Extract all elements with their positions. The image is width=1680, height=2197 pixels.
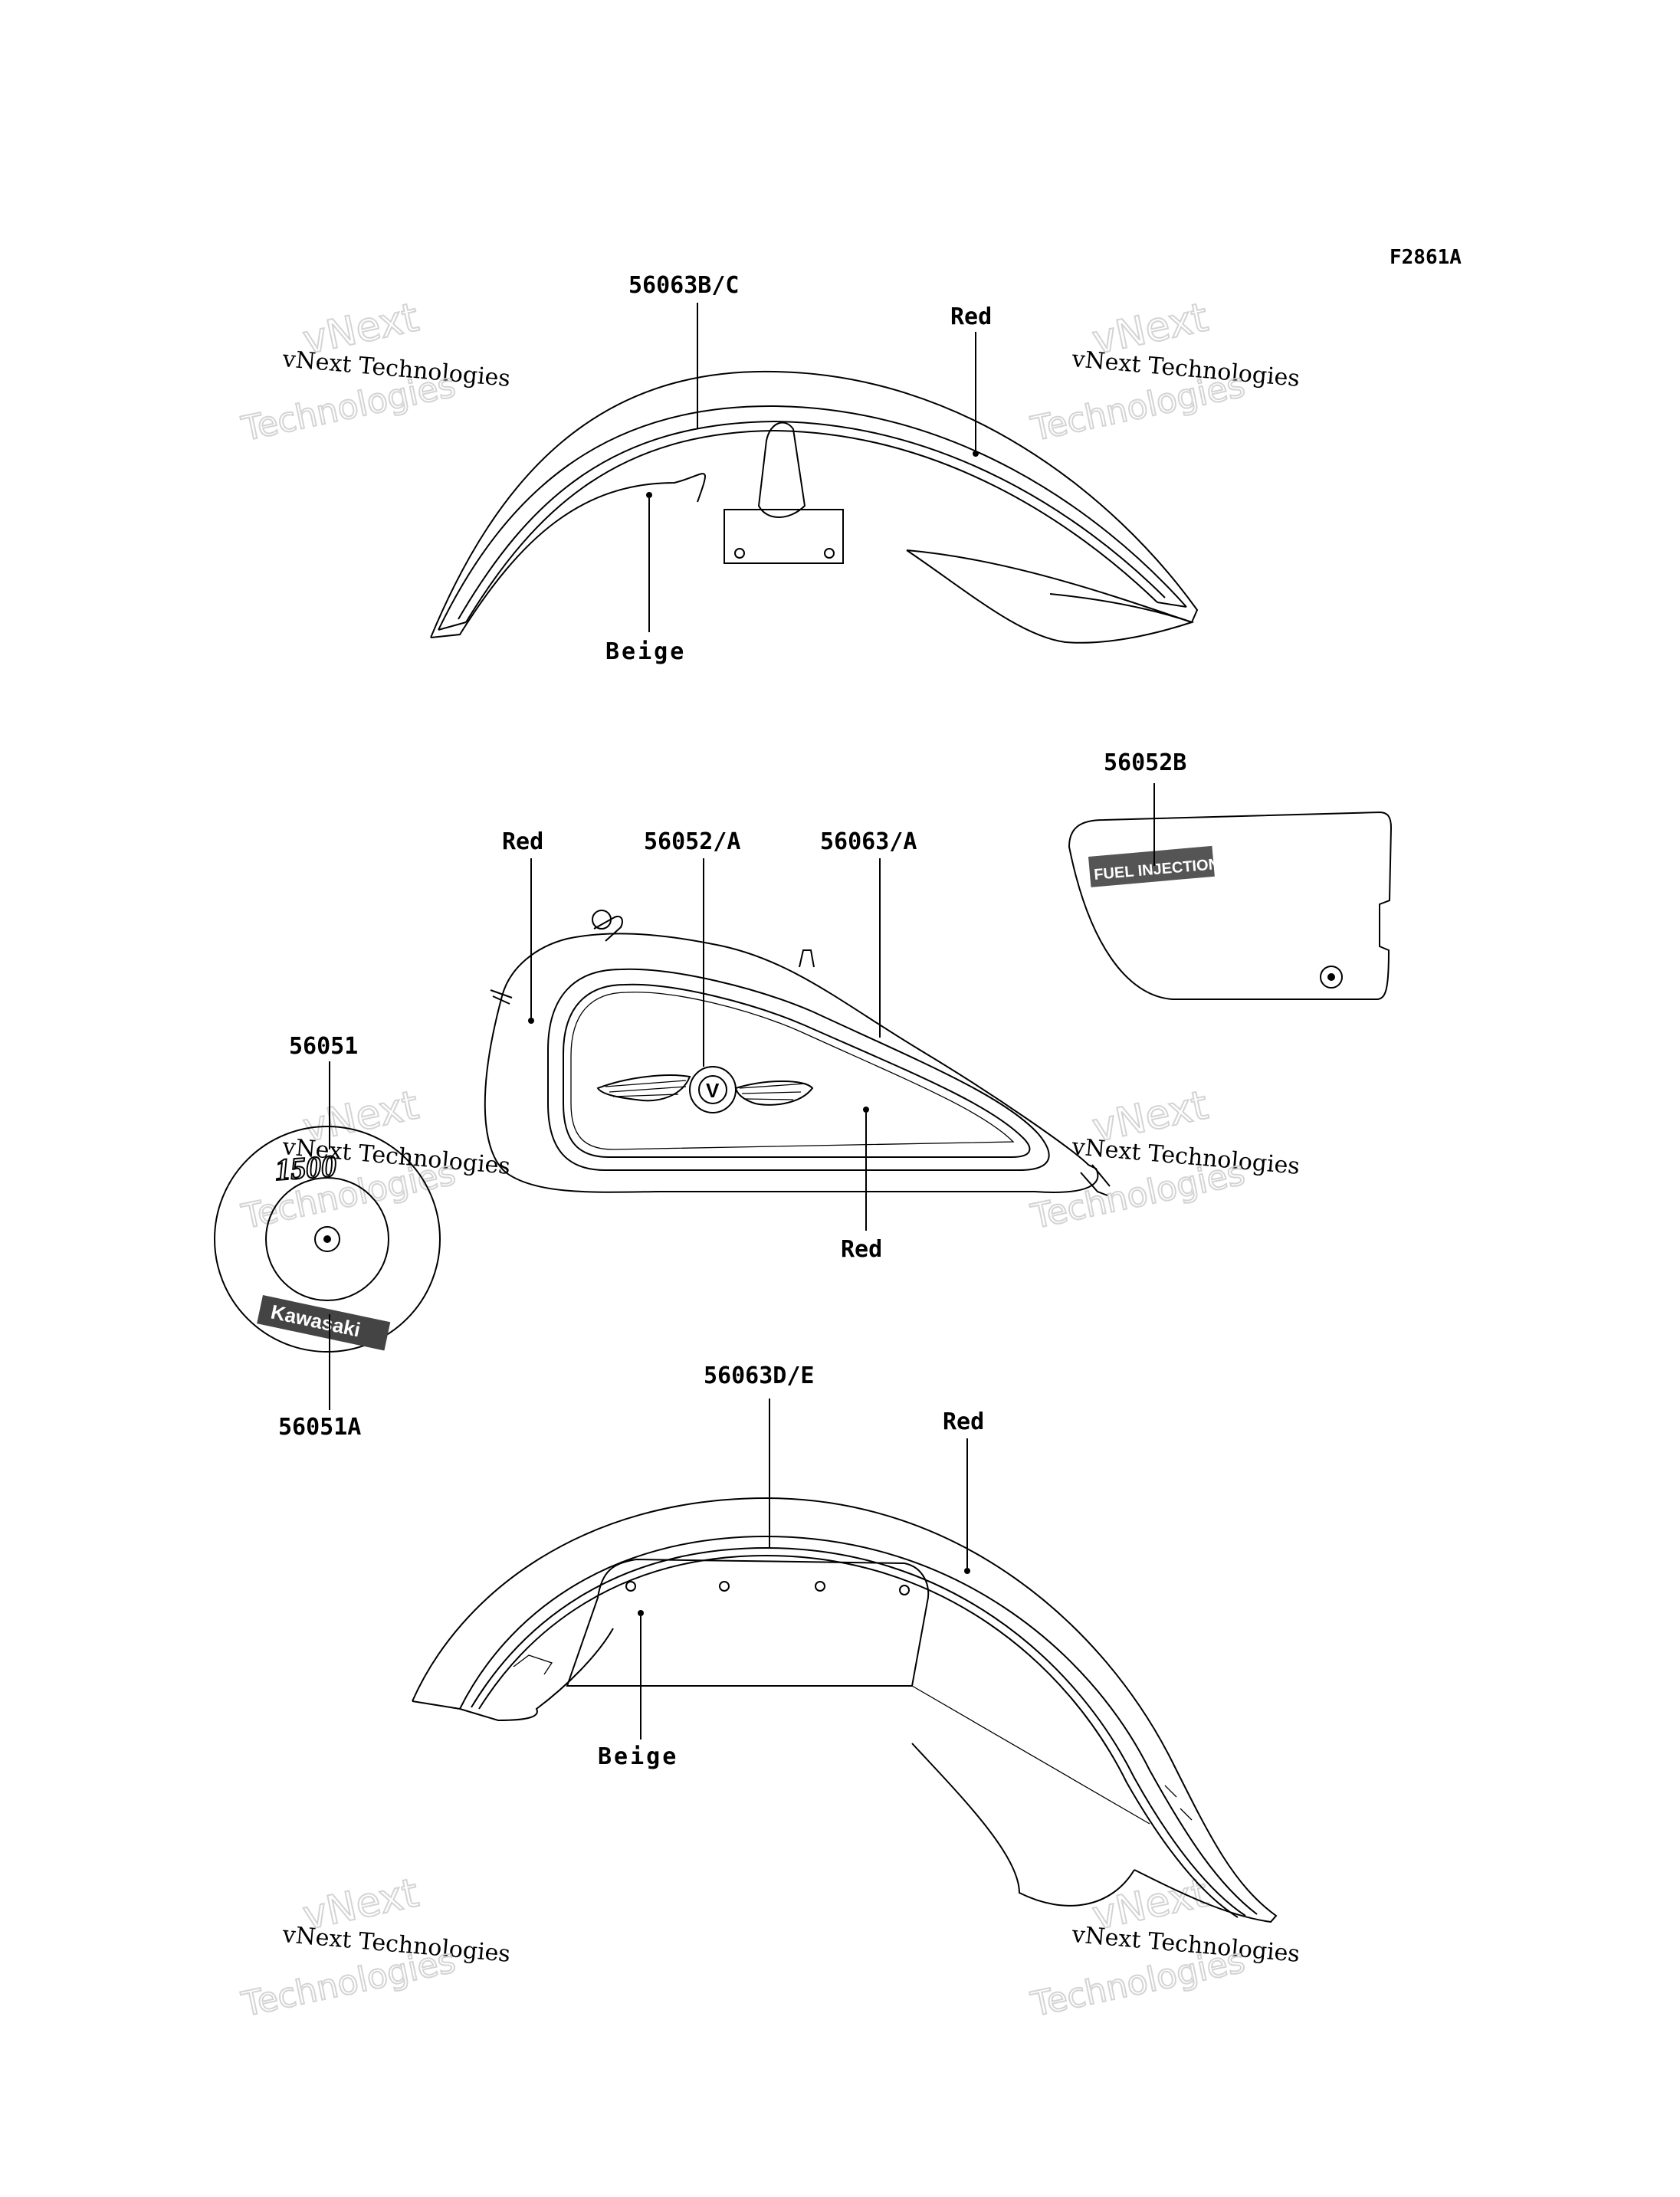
tank-emblem-badge: [689, 1066, 737, 1113]
front-fender-outer-edge: [430, 370, 1199, 638]
rear-fender-stripe-inner: [478, 1554, 1239, 1918]
callout-cap-top-emblem: 56051: [289, 1033, 358, 1060]
tank-emblem-wing-left: [596, 1074, 691, 1102]
front-fender-mount-bracket: [724, 509, 844, 564]
red-marker-dot: [964, 1568, 970, 1574]
rear-fender: [412, 1497, 1278, 1923]
fuel-cap-icon: [592, 910, 612, 930]
front-fender-inner-edge: [438, 405, 1187, 631]
watermark-mid-right: vNext vNext Technologies Technologies: [1027, 1081, 1301, 1238]
fuel-tank-panel-inner: [563, 983, 1031, 1158]
rear-fender-tail-notch: [1164, 1785, 1193, 1821]
side-cover-grommet-center: [1327, 973, 1335, 981]
rear-fender-outer-edge: [412, 1497, 1278, 1923]
fuel-tank-rear-fitting: [1080, 1164, 1111, 1196]
callout-tank-emblem: 56052/A: [644, 828, 740, 855]
round-decal-bottom-band: [257, 1295, 391, 1351]
watermark-bottom-left: vNext vNext Technologies Technologies: [238, 1869, 512, 2025]
watermark-bottom-right: vNext vNext Technologies Technologies: [1027, 1869, 1301, 2025]
fuel-injection-decal: [1088, 845, 1215, 887]
rear-fender-stripe-outer: [471, 1546, 1246, 1917]
rear-fender-bracket-panel: [566, 1558, 930, 1687]
side-cover-outline: [1068, 811, 1393, 1000]
callout-cap-bottom-emblem: 56051A: [278, 1414, 361, 1441]
side-cover: FUEL INJECTION: [1068, 811, 1393, 1000]
fuel-tank-outline: [484, 933, 1099, 1193]
rear-fender-bolt-icon: [719, 1581, 730, 1592]
round-decal-hub: [314, 1226, 340, 1252]
beige-marker-dot: [638, 1610, 644, 1616]
fuel-tank-vent: [799, 949, 815, 968]
beige-marker-dot: [646, 492, 652, 498]
round-decal-center: [323, 1235, 331, 1243]
callout-front-fender-beige: Beige: [605, 638, 686, 665]
fuel-tank-filler-neck: [593, 915, 623, 942]
front-fender-stripe-outer: [458, 420, 1166, 620]
callout-side-cover-emblem: 56052B: [1104, 749, 1186, 776]
bracket-hole-icon: [734, 548, 745, 559]
fuel-tank: V: [484, 910, 1111, 1196]
callout-tank-stripe: 56063/A: [820, 828, 917, 855]
front-fender-bottom-sweep: [906, 549, 1195, 644]
tank-emblem-wing-right: [734, 1080, 814, 1106]
rear-fender-chrome-strip: [513, 1654, 553, 1675]
round-decal-top-text: 1500: [274, 1149, 337, 1187]
tank-emblem-wing-feathers: [605, 1080, 807, 1100]
rear-fender-bolt-icon: [815, 1581, 825, 1592]
tank-emblem-badge-inner: [698, 1075, 727, 1104]
front-fender-lower-shell: [430, 473, 706, 638]
rear-fender-inner-edge: [459, 1535, 1258, 1915]
front-fender-stripe-inner: [465, 429, 1158, 623]
rear-fender-bolt-icon: [625, 1581, 636, 1592]
round-decal-outer: [214, 1126, 441, 1353]
callout-tank-red-left: Red: [502, 828, 543, 855]
fuel-tank-panel-stripe: [570, 992, 1015, 1150]
red-marker-dot: [528, 1018, 534, 1024]
red-marker-dot: [863, 1107, 869, 1113]
watermark-top-right: vNext vNext Technologies Technologies: [1027, 293, 1301, 450]
front-fender-lower-line: [438, 602, 1187, 631]
fuel-tank-hose-left: [490, 989, 513, 1005]
round-decal-inner-ring: [265, 1177, 389, 1301]
callout-front-fender-red: Red: [950, 303, 992, 330]
callout-rear-fender-red: Red: [943, 1408, 984, 1435]
callout-rear-fender-beige: Beige: [598, 1743, 678, 1770]
rear-fender-bolt-icon: [899, 1585, 910, 1595]
red-marker-dot: [973, 451, 979, 457]
callout-front-fender-stripe: 56063B/C: [628, 272, 740, 299]
tank-emblem-letter: V: [706, 1079, 720, 1102]
side-cover-grommet-icon: [1320, 966, 1343, 989]
watermark-top-left: vNext vNext Technologies Technologies: [238, 293, 512, 450]
rear-fender-lower-shell: [412, 1628, 1135, 1907]
figure-id: F2861A: [1390, 246, 1462, 269]
rear-fender-sweep-line: [911, 1685, 1150, 1825]
callout-rear-fender-stripe: 56063D/E: [704, 1362, 815, 1389]
fuel-tank-panel-outer: [547, 968, 1050, 1171]
front-fender-mount-post: [757, 421, 806, 518]
front-fender: [430, 370, 1199, 644]
tank-emblem: V: [596, 1066, 814, 1113]
callout-tank-red-center: Red: [841, 1236, 882, 1263]
bracket-hole-icon: [824, 548, 835, 559]
